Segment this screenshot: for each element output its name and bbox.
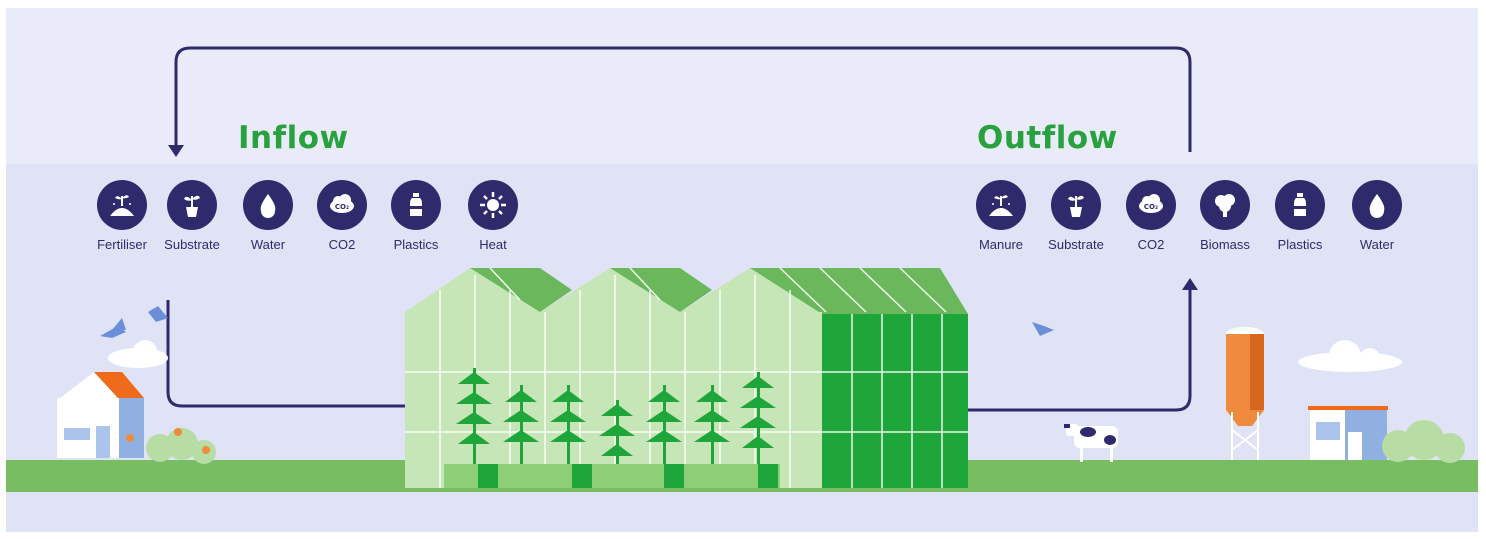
fertiliser-icon xyxy=(97,180,147,230)
cloud-left xyxy=(108,340,168,368)
icon-label: Substrate xyxy=(164,237,220,252)
icon-label: CO2 xyxy=(328,237,356,252)
plant xyxy=(694,385,730,464)
water-icon xyxy=(243,180,293,230)
flower xyxy=(126,434,134,442)
outflow-item-manure: Manure xyxy=(961,180,1041,252)
bird xyxy=(1032,322,1054,336)
heat-icon xyxy=(468,180,518,230)
house-left xyxy=(57,372,144,458)
cycle-loop-line xyxy=(174,46,1192,152)
icon-label: Fertiliser xyxy=(97,237,147,252)
manure-icon xyxy=(976,180,1026,230)
cloud-right xyxy=(1298,340,1402,372)
icon-label: Plastics xyxy=(393,237,439,252)
bush-left xyxy=(146,428,216,464)
cow xyxy=(1064,424,1118,462)
sky-band xyxy=(6,8,1478,164)
building-right xyxy=(1308,406,1388,460)
outflow-item-biomass: Biomass xyxy=(1185,180,1265,252)
outflow-line xyxy=(968,288,1192,412)
outflow-title: Outflow xyxy=(977,120,1118,156)
outflow-item-substrate: Substrate xyxy=(1036,180,1116,252)
bird xyxy=(148,306,168,322)
cycle-arrowhead-down xyxy=(168,145,184,157)
outflow-item-co2: CO₂ CO2 xyxy=(1111,180,1191,252)
silo xyxy=(1226,327,1264,460)
outflow-item-plastics: Plastics xyxy=(1260,180,1340,252)
icon-label: Biomass xyxy=(1200,237,1250,252)
greenhouse xyxy=(405,267,968,488)
plant xyxy=(456,368,492,464)
flower xyxy=(174,428,182,436)
inflow-title: Inflow xyxy=(238,120,349,156)
outflow-arrowhead-up xyxy=(1182,278,1198,290)
plastics-icon xyxy=(1275,180,1325,230)
icon-label: Water xyxy=(1359,237,1395,252)
bird xyxy=(100,318,126,338)
inflow-item-co2: CO₂ CO2 xyxy=(302,180,382,252)
plants xyxy=(456,368,776,464)
substrate-icon xyxy=(167,180,217,230)
co2-icon: CO₂ xyxy=(317,180,367,230)
biomass-icon xyxy=(1200,180,1250,230)
plant xyxy=(599,400,635,464)
bush-right xyxy=(1382,420,1465,463)
inflow-item-fertiliser: Fertiliser xyxy=(82,180,162,252)
plastics-icon xyxy=(391,180,441,230)
plant xyxy=(646,385,682,464)
plant xyxy=(503,385,539,464)
icon-label: CO2 xyxy=(1137,237,1165,252)
inflow-item-plastics: Plastics xyxy=(376,180,456,252)
plant xyxy=(740,372,776,464)
outflow-item-water: Water xyxy=(1337,180,1417,252)
inflow-item-water: Water xyxy=(228,180,308,252)
icon-label: Manure xyxy=(978,237,1024,252)
inflow-item-substrate: Substrate xyxy=(152,180,232,252)
plant xyxy=(550,385,586,464)
water-icon xyxy=(1352,180,1402,230)
substrate-icon xyxy=(1051,180,1101,230)
co2-badge-text: CO₂ xyxy=(335,203,349,211)
co2-icon: CO₂ xyxy=(1126,180,1176,230)
icon-label: Substrate xyxy=(1048,237,1104,252)
co2-badge-text: CO₂ xyxy=(1144,203,1158,211)
inflow-item-heat: Heat xyxy=(453,180,533,252)
flower xyxy=(202,446,210,454)
inflow-line xyxy=(166,300,405,408)
icon-label: Plastics xyxy=(1277,237,1323,252)
icon-label: Heat xyxy=(479,237,507,252)
icon-label: Water xyxy=(250,237,286,252)
